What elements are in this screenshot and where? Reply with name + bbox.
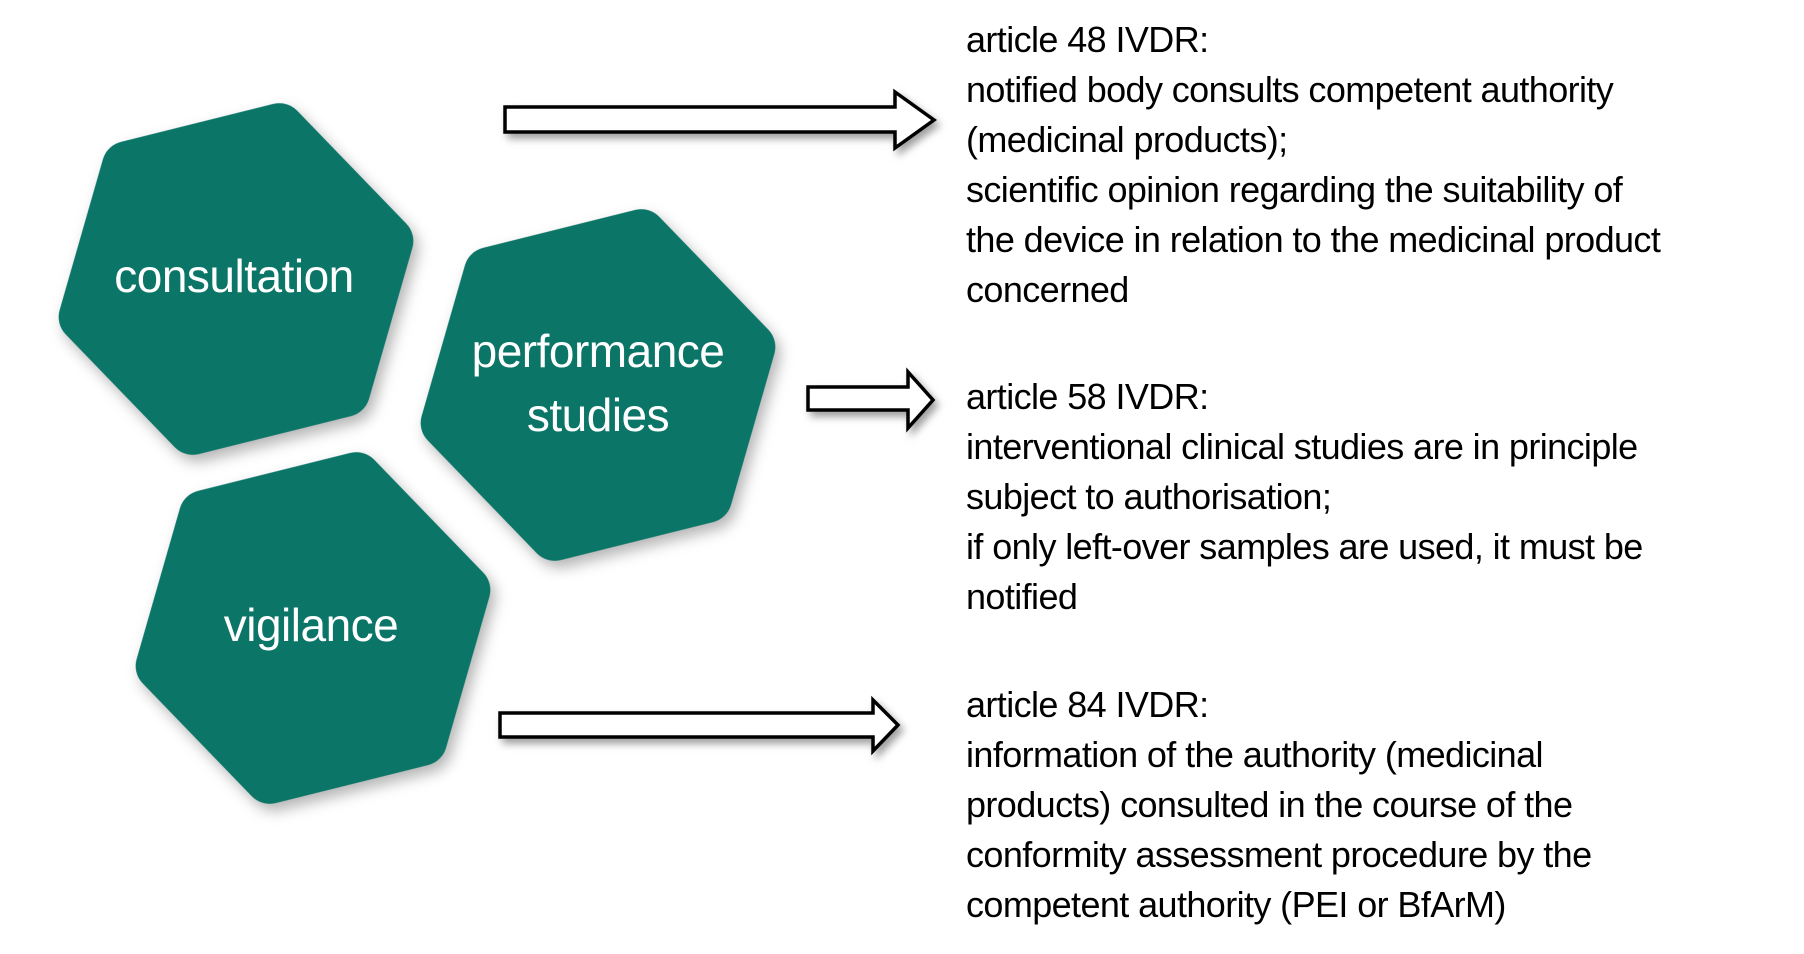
- hexagon-vigilance: [135, 452, 491, 804]
- annotation-line: scientific opinion regarding the suitabi…: [966, 169, 1623, 210]
- annotation-article-48: article 48 IVDR: notified body consults …: [966, 15, 1661, 315]
- hexagon-consultation: [58, 103, 414, 455]
- annotation-line: (medicinal products);: [966, 119, 1288, 160]
- annotation-line: products) consulted in the course of the: [966, 784, 1573, 825]
- annotation-line: conformity assessment procedure by the: [966, 834, 1592, 875]
- annotation-line: the device in relation to the medicinal …: [966, 219, 1661, 260]
- annotation-article-84: article 84 IVDR: information of the auth…: [966, 680, 1592, 930]
- block-arrow-right-icon-performance-studies: [806, 367, 936, 433]
- annotation-line: article 48 IVDR:: [966, 19, 1209, 60]
- hexagon-consultation-shape: [58, 103, 414, 455]
- annotation-line: competent authority (PEI or BfArM): [966, 884, 1506, 925]
- hexagon-label-line: vigilance: [223, 599, 399, 651]
- hexagon-performance-studies-shape: [420, 209, 776, 561]
- annotation-line: notified: [966, 576, 1078, 617]
- annotation-line: information of the authority (medicinal: [966, 734, 1544, 775]
- hexagon-label-line: performance: [471, 325, 725, 377]
- annotation-line: concerned: [966, 269, 1129, 310]
- annotation-line: article 84 IVDR:: [966, 684, 1209, 725]
- hexagon-label-vigilance: vigilance: [224, 593, 399, 657]
- annotation-line: if only left-over samples are used, it m…: [966, 526, 1643, 567]
- annotation-line: article 58 IVDR:: [966, 376, 1209, 417]
- annotation-article-58: article 58 IVDR: interventional clinical…: [966, 372, 1643, 622]
- block-arrow-right-icon-vigilance: [498, 695, 901, 756]
- block-arrow-right-icon-consultation: [503, 88, 938, 152]
- hexagon-label-consultation: consultation: [114, 244, 354, 308]
- annotation-line: notified body consults competent authori…: [966, 69, 1614, 110]
- annotation-line: subject to authorisation;: [966, 476, 1332, 517]
- hexagon-label-line: studies: [526, 389, 670, 441]
- hexagon-vigilance-shape: [135, 452, 491, 804]
- hexagon-label-line: consultation: [114, 250, 354, 302]
- hexagon-label-performance-studies: performance studies: [472, 319, 725, 447]
- hexagon-performance-studies: [420, 209, 776, 561]
- annotation-line: interventional clinical studies are in p…: [966, 426, 1638, 467]
